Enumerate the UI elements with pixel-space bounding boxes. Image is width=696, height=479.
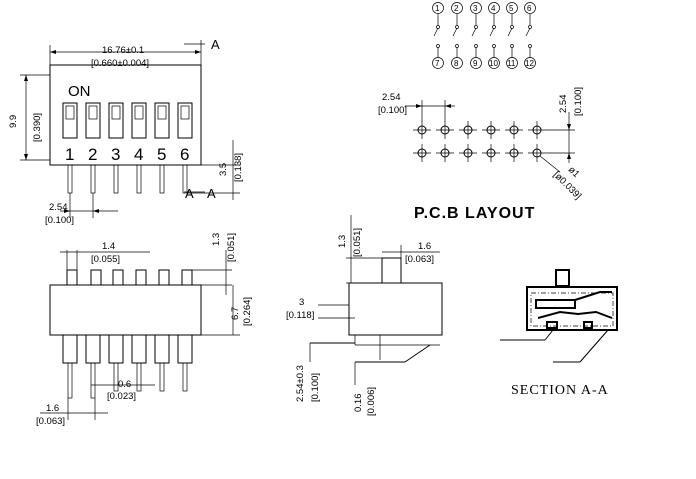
pcb-holes <box>413 121 546 162</box>
svg-text:3: 3 <box>473 4 478 13</box>
switch-window <box>62 102 78 139</box>
side-actuator-height: 1.3 <box>337 235 348 248</box>
pin-width: 0.6 <box>118 379 131 390</box>
svg-text:4: 4 <box>491 4 496 13</box>
actuator-width-inch: [0.055] <box>91 254 120 265</box>
side-pin-thickness-inch: [0.006] <box>366 387 377 416</box>
switch-windows <box>62 102 193 139</box>
switch-slider <box>88 105 98 120</box>
section-mark-bottom: A <box>207 186 216 201</box>
body-height-inch: [0.264] <box>242 297 253 326</box>
switch-window <box>108 102 124 139</box>
pin-width-inch: [0.023] <box>107 391 136 402</box>
front-view-body <box>49 284 202 336</box>
switch-slider <box>134 105 144 120</box>
section-title: SECTION A-A <box>511 383 609 398</box>
actuator-height: 1.3 <box>211 233 222 246</box>
switch-window <box>85 102 101 139</box>
top-view: ON 1 2 3 4 5 6 <box>8 37 244 226</box>
svg-text:1: 1 <box>435 4 440 13</box>
svg-text:10: 10 <box>489 59 498 68</box>
side-row-spacing-inch: [0.100] <box>310 373 321 402</box>
pcb-layout-title: P.C.B LAYOUT <box>414 205 535 222</box>
side-view-body <box>348 282 443 336</box>
height-dimension-inch: [0.390] <box>32 113 43 142</box>
pin-spacing-inch: [0.063] <box>36 416 65 427</box>
top-view-pins <box>67 164 188 194</box>
switch-window <box>154 102 170 139</box>
side-pin-thickness: 0.16 <box>353 394 364 413</box>
pcb-h-pitch-inch: [0.100] <box>378 105 407 116</box>
svg-text:2: 2 <box>454 4 459 13</box>
switch-slider <box>65 105 75 120</box>
top-view-body <box>49 64 202 166</box>
pin-spacing: 1.6 <box>46 403 59 414</box>
pitch-dimension: 2.54 <box>49 202 68 213</box>
side-view: 1.3 [0.051] 1.6 [0.063] 3 [0.118] 2.54±0… <box>286 215 443 416</box>
switch-number: 2 <box>88 145 97 164</box>
pcb-h-pitch: 2.54 <box>382 92 401 103</box>
actuator-height-inch: [0.051] <box>226 233 237 262</box>
pin-length-dimension: 3.5 <box>218 163 229 176</box>
section-mark-top: A <box>211 37 220 52</box>
side-row-spacing: 2.54±0.3 <box>295 365 306 402</box>
svg-text:5: 5 <box>509 4 514 13</box>
switch-slider <box>111 105 121 120</box>
switch-number: 1 <box>65 145 74 164</box>
svg-text:7: 7 <box>435 59 440 68</box>
schematic-switch: 3 9 <box>470 2 482 69</box>
actuator-width: 1.4 <box>102 241 115 252</box>
pitch-dimension-inch: [0.100] <box>45 215 74 226</box>
body-height: 6.7 <box>230 307 241 320</box>
side-body-dimension-inch: [0.118] <box>286 310 314 321</box>
front-view-pins <box>62 334 193 399</box>
schematic-switch: 5 11 <box>506 2 518 69</box>
pcb-layout: 2.54 [0.100] 2.54 [0.100] ø1 [ø0.039] P.… <box>378 87 584 222</box>
svg-text:8: 8 <box>454 59 459 68</box>
switch-number: 5 <box>157 145 166 164</box>
switch-schematic: 1 7 2 8 3 9 4 10 5 <box>432 2 536 69</box>
on-label: ON <box>68 83 91 100</box>
switch-number: 6 <box>180 145 189 164</box>
height-dimension: 9.9 <box>8 115 19 128</box>
switch-number: 3 <box>111 145 120 164</box>
schematic-switch: 4 10 <box>488 2 500 69</box>
schematic-switch: 1 7 <box>432 2 444 69</box>
svg-text:6: 6 <box>527 4 532 13</box>
switch-slider <box>157 105 167 120</box>
pcb-v-pitch: 2.54 <box>558 95 569 114</box>
svg-text:9: 9 <box>473 59 478 68</box>
svg-text:12: 12 <box>525 59 534 68</box>
switch-slider <box>180 105 190 120</box>
width-dimension-inch: [0.660±0.004] <box>91 58 149 69</box>
section-arrow: A <box>185 186 194 201</box>
switch-window <box>131 102 147 139</box>
front-view: 1.4 [0.055] 1.3 [0.051] 6.7 [0.264] 0.6 … <box>36 233 253 427</box>
pin-length-dimension-inch: [0.138] <box>233 153 244 182</box>
side-actuator-width-inch: [0.063] <box>405 254 434 265</box>
svg-text:11: 11 <box>507 59 516 68</box>
side-actuator-height-inch: [0.051] <box>352 228 363 257</box>
width-dimension: 16.76±0.1 <box>102 45 144 56</box>
switch-window <box>177 102 193 139</box>
schematic-switch: 2 8 <box>451 2 463 69</box>
schematic-switch: 6 12 <box>524 2 536 69</box>
side-actuator-width: 1.6 <box>418 241 431 252</box>
pcb-v-pitch-inch: [0.100] <box>573 87 584 116</box>
switch-number: 4 <box>134 145 143 164</box>
section-view: SECTION A-A <box>500 269 618 398</box>
side-body-dimension: 3 <box>299 297 304 308</box>
